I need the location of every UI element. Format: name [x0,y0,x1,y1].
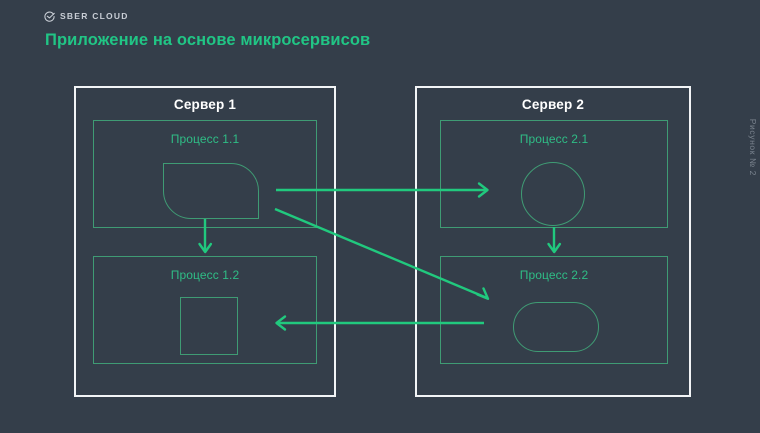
sber-cloud-circle-check-icon [44,11,55,22]
process-title-1-1: Процесс 1.1 [170,132,240,146]
page-title: Приложение на основе микросервисов [45,31,371,49]
figure-caption: Рисунок № 2 [748,118,758,176]
brand-label: SBER CLOUD [60,11,129,22]
process-shape-stadium [513,302,599,352]
process-shape-rounded-corner-rect [163,163,259,219]
server-title-2: Сервер 2 [521,97,585,112]
process-shape-square [180,297,238,355]
process-title-2-1: Процесс 2.1 [519,132,589,146]
process-box-2-2: Процесс 2.2 [440,256,668,364]
brand-logo: SBER CLOUD [44,11,129,22]
server-title-1: Сервер 1 [173,97,237,112]
process-title-1-2: Процесс 1.2 [170,268,240,282]
process-shape-circle [521,162,585,226]
process-title-2-2: Процесс 2.2 [519,268,589,282]
process-box-1-2: Процесс 1.2 [93,256,317,364]
